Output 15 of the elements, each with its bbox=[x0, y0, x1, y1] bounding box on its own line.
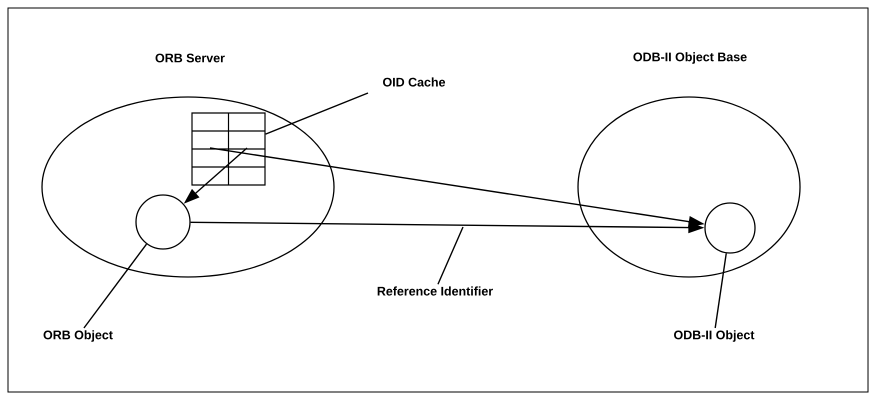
leader-line bbox=[265, 92, 368, 135]
label-text: Reference Identifier bbox=[378, 286, 493, 296]
leader-line bbox=[714, 253, 727, 328]
node-label: ODB-II Object Base bbox=[633, 52, 747, 64]
label-text: OID Cache bbox=[383, 77, 446, 87]
ellipse-region: ODB-II Object Base bbox=[577, 52, 801, 278]
cache-table bbox=[191, 112, 266, 186]
object-circle bbox=[135, 194, 191, 250]
leader-line bbox=[437, 226, 464, 285]
object-circle bbox=[704, 202, 756, 254]
label-text: ODB-II Object bbox=[674, 330, 754, 342]
node-label: ORB Server bbox=[156, 54, 225, 62]
ellipse-region: ORB Server bbox=[41, 54, 335, 278]
leader-line bbox=[83, 244, 148, 328]
label-text: ORB Object bbox=[44, 330, 113, 342]
